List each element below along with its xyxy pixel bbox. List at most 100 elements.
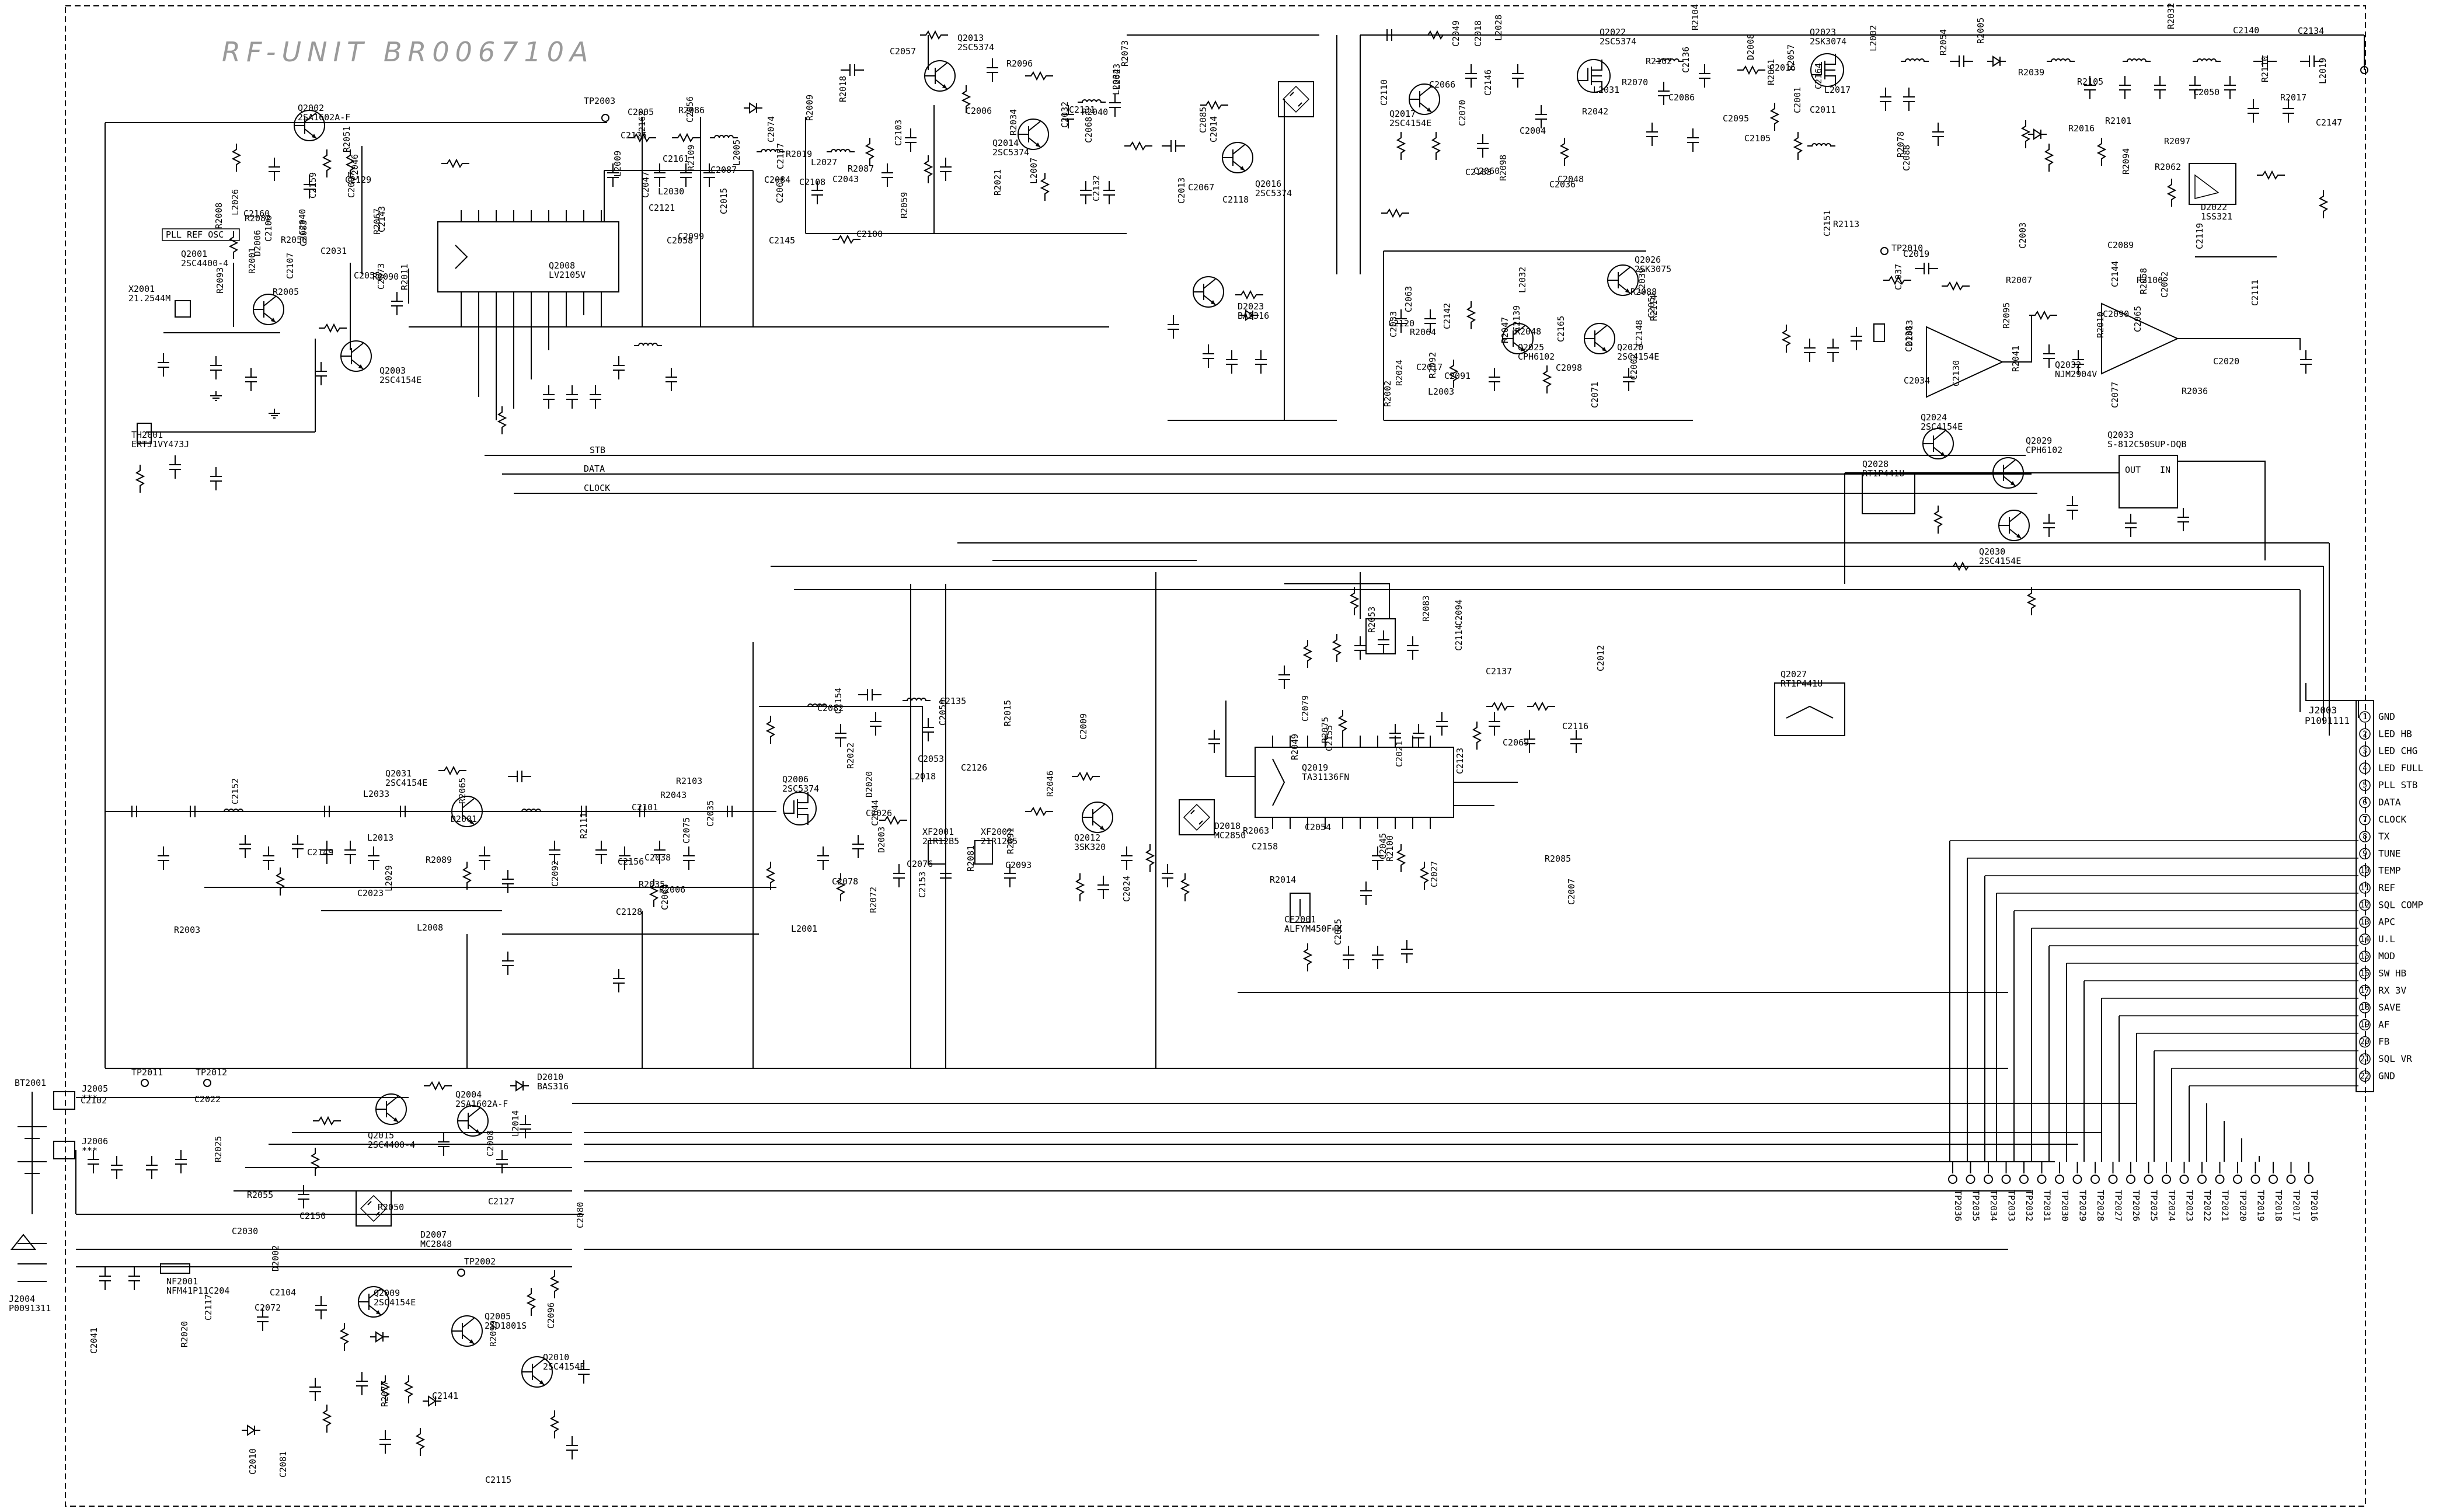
connector-pin-circle	[2359, 950, 2371, 962]
connector-pin-label: REF	[2378, 882, 2395, 893]
component-ref-label: C2162	[637, 111, 647, 137]
connector-pin-circle	[2359, 882, 2371, 894]
component-ref-label: C2053	[918, 754, 944, 764]
transistors-ref: Q2022	[1600, 27, 1626, 37]
transistors-part: 2SC4400-4	[181, 258, 228, 269]
component-ref-label: C2135	[940, 696, 966, 706]
component-ref-label: L2033	[363, 789, 389, 799]
component-ref-label: C2061	[775, 177, 785, 203]
component-ref-label: R2022	[845, 743, 856, 769]
component-ref-label: C2086	[1668, 92, 1695, 103]
transistors-part: 2SC4154E	[385, 778, 427, 788]
transistors-ref: Q2024	[1921, 412, 1947, 423]
component-ref-label: C2012	[1595, 645, 1606, 671]
component-ref-label: R2077	[379, 1381, 390, 1407]
transistors-part: 2SC5374	[1600, 36, 1636, 47]
test-point	[2197, 1175, 2207, 1184]
component-ref-label: R2049	[1290, 734, 1300, 760]
component-ref-label: C2074	[766, 116, 776, 142]
component-ref-label: C2134	[2298, 26, 2324, 36]
component-ref-label: C2132	[1091, 175, 1102, 201]
ics-ref: Q2033	[2107, 430, 2134, 440]
component-ref-label: R2021	[992, 169, 1003, 196]
component-ref-label: C2036	[1549, 179, 1576, 190]
component-ref-label: C2027	[1429, 861, 1440, 887]
component-ref-label: R2095	[2001, 302, 2012, 329]
component-ref-label: C2059	[938, 699, 948, 726]
component-ref-label: C2015	[719, 188, 729, 214]
component-ref-label: R2086	[678, 105, 705, 116]
component-ref-label: L2001	[791, 924, 817, 934]
component-ref-label: C2163	[1465, 167, 1492, 177]
component-ref-label: L2030	[658, 186, 684, 197]
component-ref-label: R2025	[213, 1136, 224, 1162]
component-ref-label: R2062	[2155, 162, 2181, 172]
test-point-label: TP2028	[2095, 1190, 2106, 1221]
component-ref-label: L2005	[731, 140, 742, 166]
bus-clock-label: CLOCK	[584, 483, 610, 493]
component-ref-label: C2031	[320, 246, 347, 256]
connector-pin-circle	[2359, 899, 2371, 911]
component-ref-label: R2047	[1500, 317, 1510, 343]
component-ref-label: C2115	[485, 1475, 511, 1485]
component-ref-label: C2131	[1069, 104, 1095, 115]
connector-pin-circle	[2359, 985, 2371, 997]
component-ref-label: R2087	[848, 163, 874, 174]
ics-ref: Q2019	[1302, 762, 1328, 773]
test-point	[2072, 1175, 2082, 1184]
component-ref-label: R2001	[247, 248, 257, 274]
component-ref-label: L2007	[1029, 158, 1039, 184]
test-point-label: TP2017	[2291, 1190, 2302, 1221]
connector-pin-label: AF	[2378, 1019, 2389, 1030]
schematic-title: RF-UNIT BR006710A	[222, 36, 594, 68]
transistors-part: CPH6102	[1518, 351, 1555, 362]
transistors-part: 2SK3074	[1810, 36, 1846, 47]
test-point	[2126, 1175, 2135, 1184]
component-ref-label: R2006	[659, 884, 685, 895]
connector-pin-number: 6	[2363, 799, 2367, 807]
component-ref-label: C2081	[278, 1451, 288, 1478]
transistors-part: 2SC5374	[1255, 188, 1292, 198]
connector-pin-number: 2	[2363, 730, 2367, 738]
component-ref-label: C2038	[644, 852, 671, 863]
power-parts-part: ***	[82, 1093, 97, 1103]
component-ref-label: C2055	[354, 270, 380, 281]
component-ref-label: C2105	[1744, 133, 1771, 144]
diodes-ref: D2023	[1238, 301, 1264, 312]
transistors-ref: Q2006	[782, 774, 809, 785]
transistors-ref: Q2029	[2026, 436, 2052, 446]
test-point-label: TP2026	[2131, 1190, 2141, 1221]
component-ref-label: C2151	[1822, 210, 1832, 236]
component-ref-label: C2048	[1558, 174, 1584, 184]
component-ref-label: L2008	[417, 922, 443, 933]
diodes-ref: D2007	[420, 1229, 447, 1240]
misc-parts-part: NFM41P11C204	[166, 1285, 229, 1296]
power-parts-ref: J2005	[82, 1084, 108, 1094]
component-ref-label: C2060	[1473, 166, 1500, 176]
test-point-label: TP2027	[2113, 1190, 2124, 1221]
component-ref-label: R2064	[1410, 327, 1436, 337]
component-ref-label: C2010	[248, 1448, 258, 1475]
component-ref-label: C2044	[870, 800, 880, 826]
component-ref-label: C2083	[298, 220, 309, 246]
diodes-part: MC2850	[1214, 830, 1246, 841]
component-ref-label: D2003	[876, 827, 887, 853]
component-ref-label: C2005	[628, 107, 654, 117]
connector-pin-number: 21	[2360, 1055, 2370, 1064]
connector-pin-circle	[2359, 933, 2371, 945]
component-ref-label: C2084	[764, 175, 790, 185]
component-ref-label: C2090	[2103, 309, 2129, 319]
component-ref-label: C2145	[769, 235, 795, 246]
misc-parts-part: 21.2544M	[128, 293, 170, 304]
component-ref-label: C2126	[961, 762, 987, 773]
transistors-part: CPH6102	[2026, 445, 2062, 455]
test-point-label: TP2029	[2078, 1190, 2088, 1221]
connector-pin-number: 19	[2360, 1020, 2370, 1029]
cf2001-filter	[1290, 893, 1311, 923]
component-ref-label: C2070	[1457, 100, 1468, 126]
test-point-label: TP2021	[2220, 1190, 2231, 1221]
connector-ref: J2003	[2309, 705, 2337, 716]
component-ref-label: L2023	[1112, 64, 1122, 90]
